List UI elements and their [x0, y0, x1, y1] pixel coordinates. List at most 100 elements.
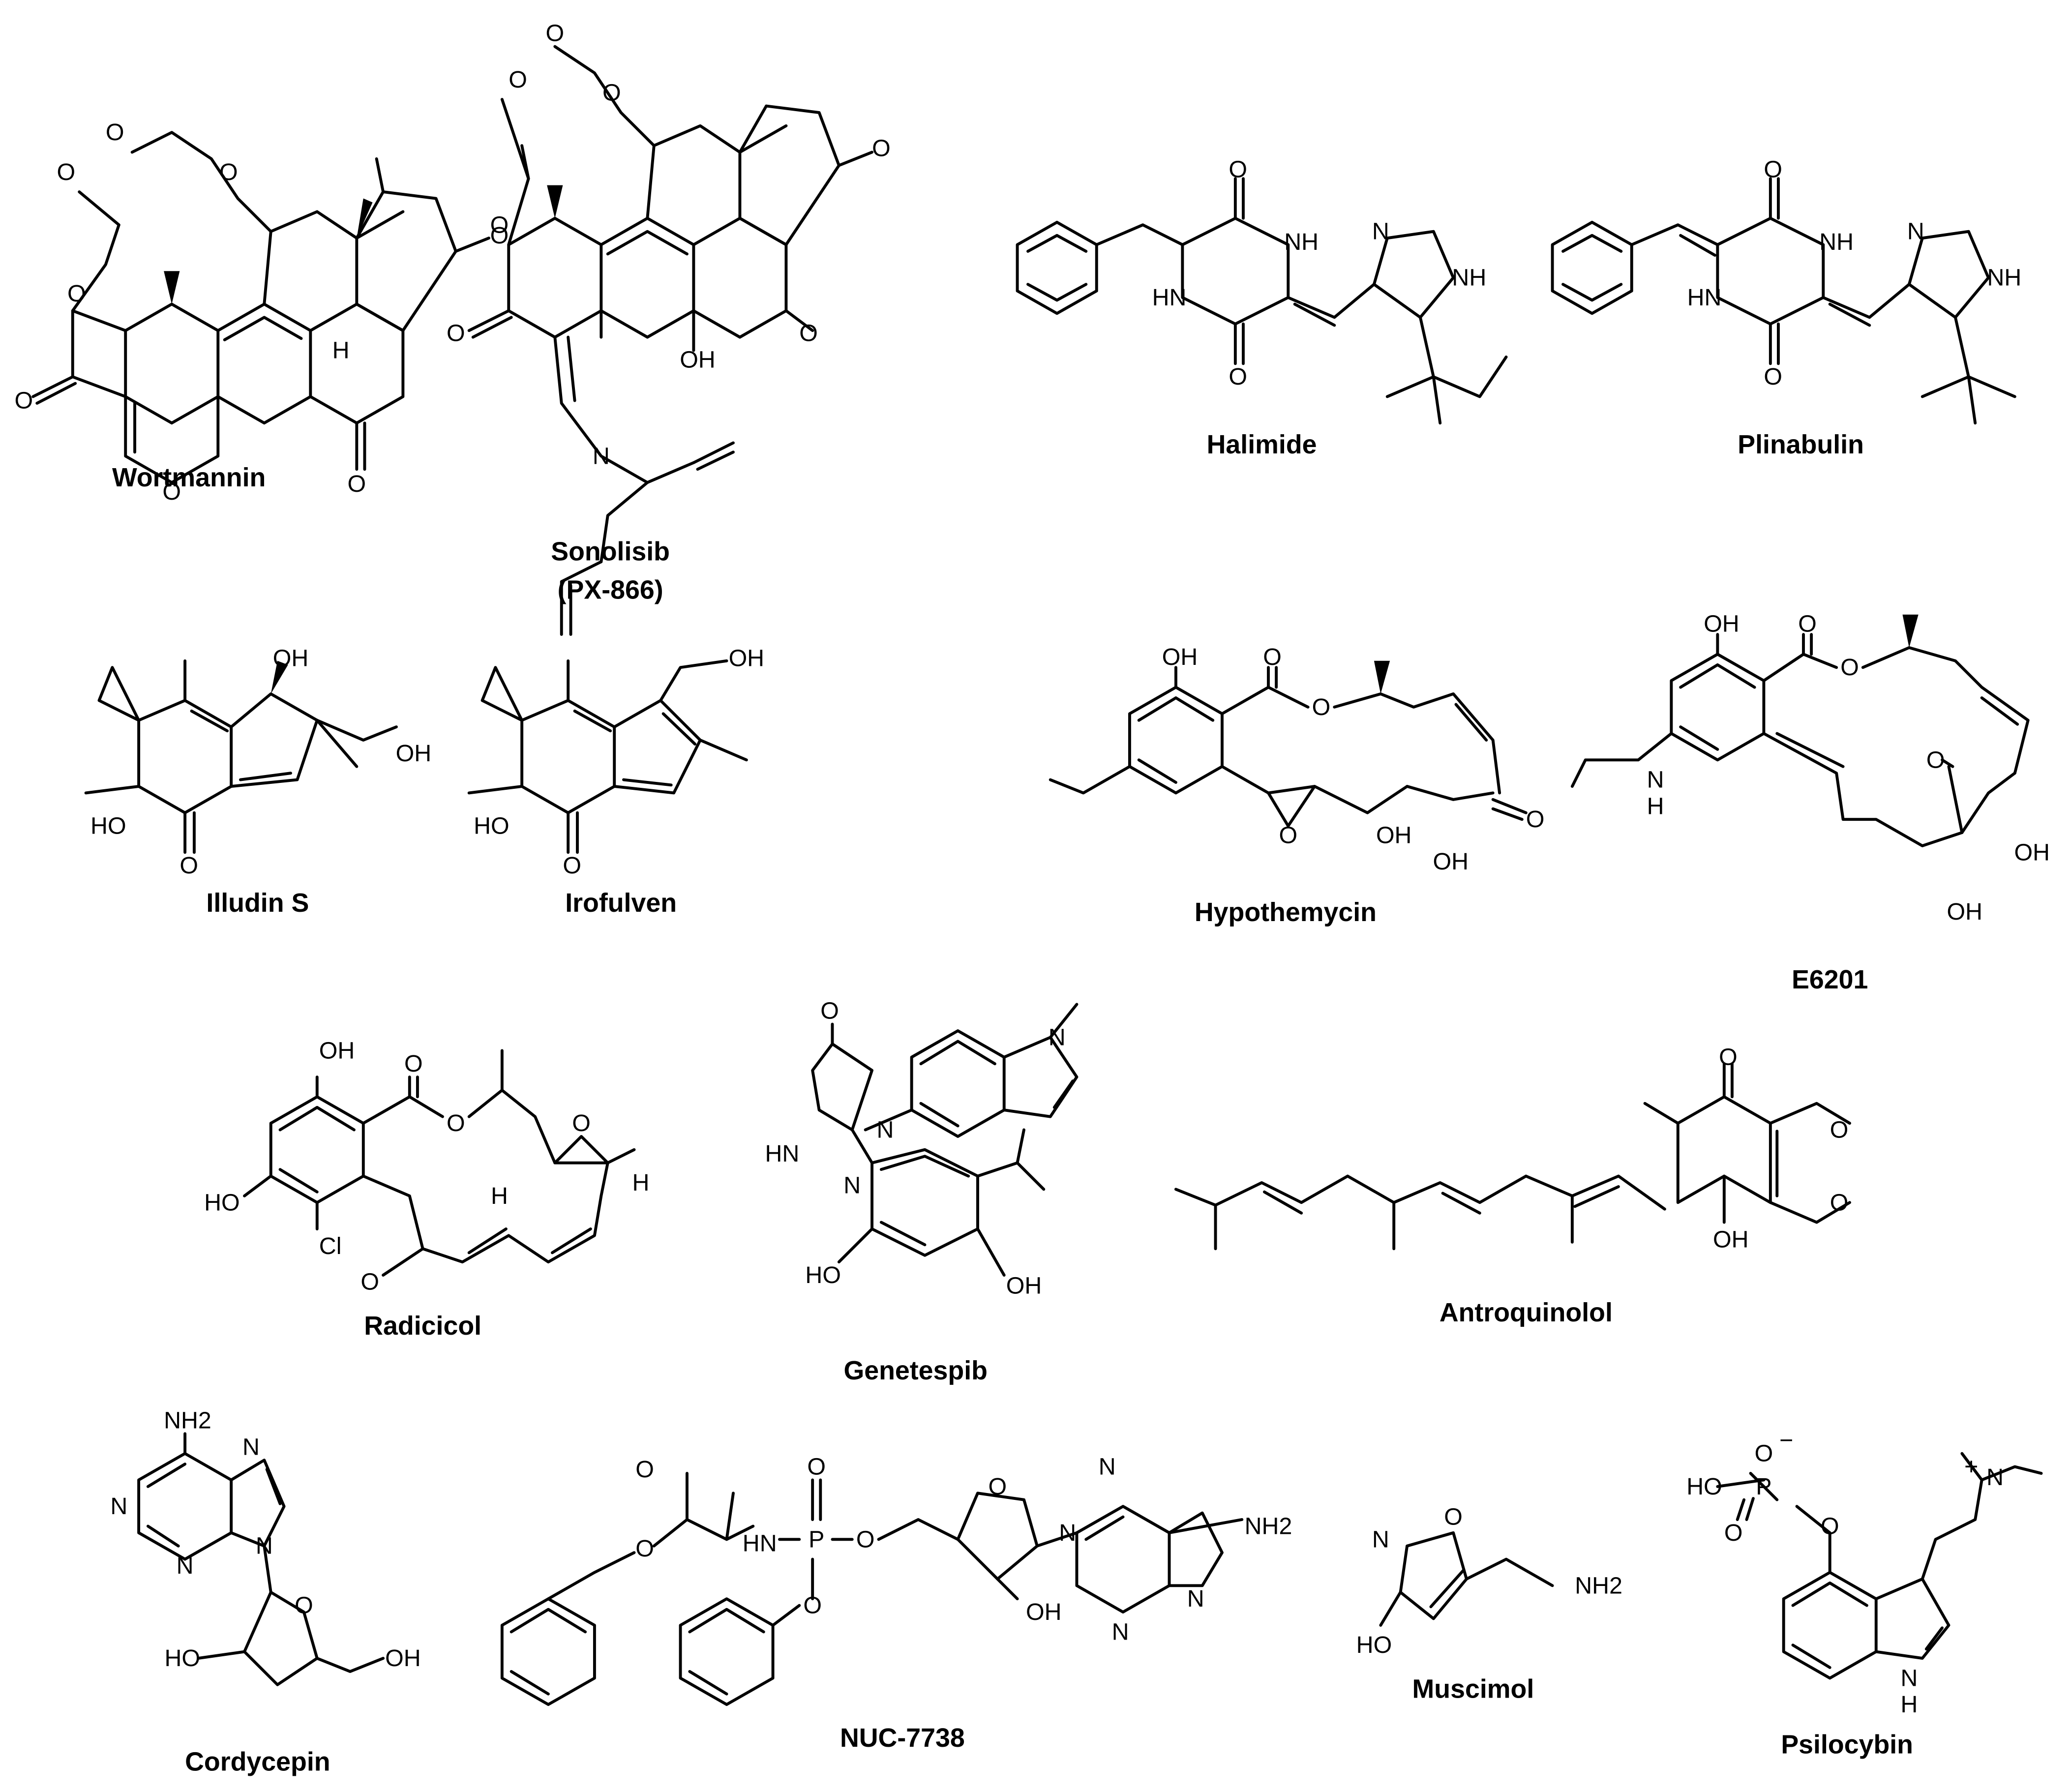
svg-text:O: O — [106, 119, 124, 146]
svg-text:N: N — [1900, 1665, 1918, 1691]
sonolisib-caption: Sonolisib — [551, 537, 670, 567]
radicicol-caption: Radicicol — [364, 1311, 481, 1341]
svg-text:OH: OH — [319, 1037, 355, 1064]
svg-text:N: N — [1907, 218, 1924, 245]
svg-text:OH: OH — [385, 1645, 421, 1672]
svg-text:O: O — [490, 222, 509, 249]
svg-text:OH: OH — [1376, 822, 1412, 848]
antroquinolol-structure: O O O OH Antroquinolol — [1174, 1044, 1852, 1327]
halimide-caption: Halimide — [1207, 430, 1317, 459]
svg-text:OH: OH — [1713, 1226, 1749, 1253]
svg-text:OH: OH — [729, 645, 765, 671]
svg-text:O: O — [803, 1592, 822, 1619]
svg-text:HO: HO — [1686, 1473, 1722, 1500]
psilocybin-structure: O P O − HO O N + N H Psilocybin — [1686, 1427, 2043, 1760]
antroquinolol-caption: Antroquinolol — [1439, 1298, 1613, 1327]
svg-text:H: H — [1647, 793, 1664, 819]
svg-text:O: O — [295, 1592, 313, 1619]
svg-text:OH: OH — [1026, 1599, 1062, 1625]
svg-text:O: O — [490, 211, 509, 238]
svg-text:NH2: NH2 — [1245, 1513, 1292, 1539]
svg-text:OH: OH — [2014, 839, 2050, 866]
svg-text:N: N — [1187, 1585, 1204, 1612]
svg-text:NH2: NH2 — [164, 1407, 211, 1434]
sonolisib-code-caption: (PX-866) — [558, 575, 663, 605]
svg-text:N: N — [593, 443, 610, 469]
svg-text:O: O — [1926, 747, 1945, 773]
svg-text:O: O — [219, 159, 238, 185]
svg-text:O: O — [807, 1454, 826, 1480]
svg-text:OH: OH — [1947, 898, 1983, 925]
plinabulin-caption: Plinabulin — [1738, 430, 1864, 459]
svg-text:H: H — [491, 1183, 508, 1209]
svg-text:O: O — [1798, 611, 1817, 637]
svg-text:O: O — [348, 471, 366, 497]
svg-text:H: H — [1900, 1691, 1918, 1718]
svg-text:N: N — [1059, 1520, 1076, 1546]
svg-text:N: N — [1372, 218, 1389, 245]
svg-text:P: P — [809, 1526, 824, 1553]
svg-text:O: O — [15, 388, 33, 414]
svg-text:HO: HO — [805, 1262, 841, 1288]
svg-text:O: O — [1821, 1513, 1839, 1539]
svg-text:O: O — [1229, 156, 1247, 182]
svg-text:N: N — [256, 1533, 273, 1559]
radicicol-structure: OH O O O H H HO Cl O Radicicol — [204, 1037, 649, 1341]
svg-text:O: O — [1229, 363, 1247, 390]
illudin-s-caption: Illudin S — [206, 888, 309, 918]
svg-text:O: O — [572, 1110, 591, 1136]
svg-text:N: N — [1647, 767, 1664, 793]
svg-text:NH: NH — [1819, 229, 1854, 255]
nuc7738-structure: O O HN P O O O O OH N N N N NH2 NUC-7738 — [500, 1454, 1292, 1753]
svg-text:O: O — [1724, 1520, 1743, 1546]
svg-text:O: O — [57, 159, 76, 185]
svg-text:−: − — [1779, 1427, 1793, 1454]
svg-text:HN: HN — [743, 1530, 777, 1556]
svg-text:O: O — [1830, 1189, 1849, 1216]
svg-text:N: N — [110, 1493, 127, 1520]
svg-text:O: O — [447, 320, 465, 347]
svg-text:N: N — [242, 1434, 260, 1460]
svg-text:N: N — [1099, 1454, 1116, 1480]
svg-text:N: N — [1049, 1024, 1066, 1050]
svg-text:O: O — [635, 1535, 654, 1562]
svg-text:O: O — [602, 80, 621, 106]
svg-text:HO: HO — [204, 1189, 240, 1216]
svg-text:NH: NH — [1284, 229, 1319, 255]
muscimol-caption: Muscimol — [1412, 1674, 1534, 1704]
svg-text:N: N — [1372, 1526, 1389, 1553]
svg-text:NH2: NH2 — [1575, 1572, 1622, 1599]
genetespib-caption: Genetespib — [843, 1356, 988, 1385]
svg-text:O: O — [447, 1110, 465, 1136]
wortmannin-caption: Wortmannin — [112, 463, 266, 492]
svg-text:O: O — [1764, 363, 1782, 390]
halimide-structure: O O NH HN N NH Halimide — [1016, 156, 1508, 459]
svg-text:O: O — [1755, 1440, 1773, 1467]
hypothemycin-structure: OH O O O OH OH O Hypothemycin — [1049, 644, 1544, 927]
e6201-structure: OH O O O N H OH OH E6201 — [1570, 611, 2050, 994]
svg-text:P: P — [1756, 1473, 1771, 1500]
svg-text:OH: OH — [1006, 1273, 1042, 1299]
svg-text:HO: HO — [90, 813, 126, 839]
svg-text:OH: OH — [396, 740, 432, 767]
svg-text:OH: OH — [1433, 848, 1469, 875]
svg-text:O: O — [1764, 156, 1782, 182]
svg-text:O: O — [1444, 1504, 1463, 1530]
svg-text:N: N — [843, 1172, 861, 1198]
svg-text:HO: HO — [474, 813, 510, 839]
svg-text:O: O — [404, 1050, 423, 1077]
muscimol-structure: N O NH2 HO Muscimol — [1356, 1504, 1622, 1704]
svg-text:O: O — [1830, 1117, 1849, 1143]
svg-text:O: O — [1312, 694, 1331, 720]
plinabulin-structure: O O NH HN N NH Plinabulin — [1551, 156, 2021, 459]
svg-text:O: O — [856, 1526, 875, 1553]
svg-text:O: O — [180, 852, 198, 879]
svg-text:NH: NH — [1452, 265, 1486, 291]
wortmannin-structure: O O O O O O O O H Wortmannin — [15, 119, 509, 505]
sonolisib-structure: O O N OH O O O O O Sonolisib (PX-866) — [447, 20, 891, 636]
svg-text:N: N — [1112, 1618, 1129, 1645]
svg-text:HO: HO — [164, 1645, 200, 1672]
svg-text:O: O — [872, 135, 891, 161]
svg-text:N: N — [177, 1553, 194, 1579]
